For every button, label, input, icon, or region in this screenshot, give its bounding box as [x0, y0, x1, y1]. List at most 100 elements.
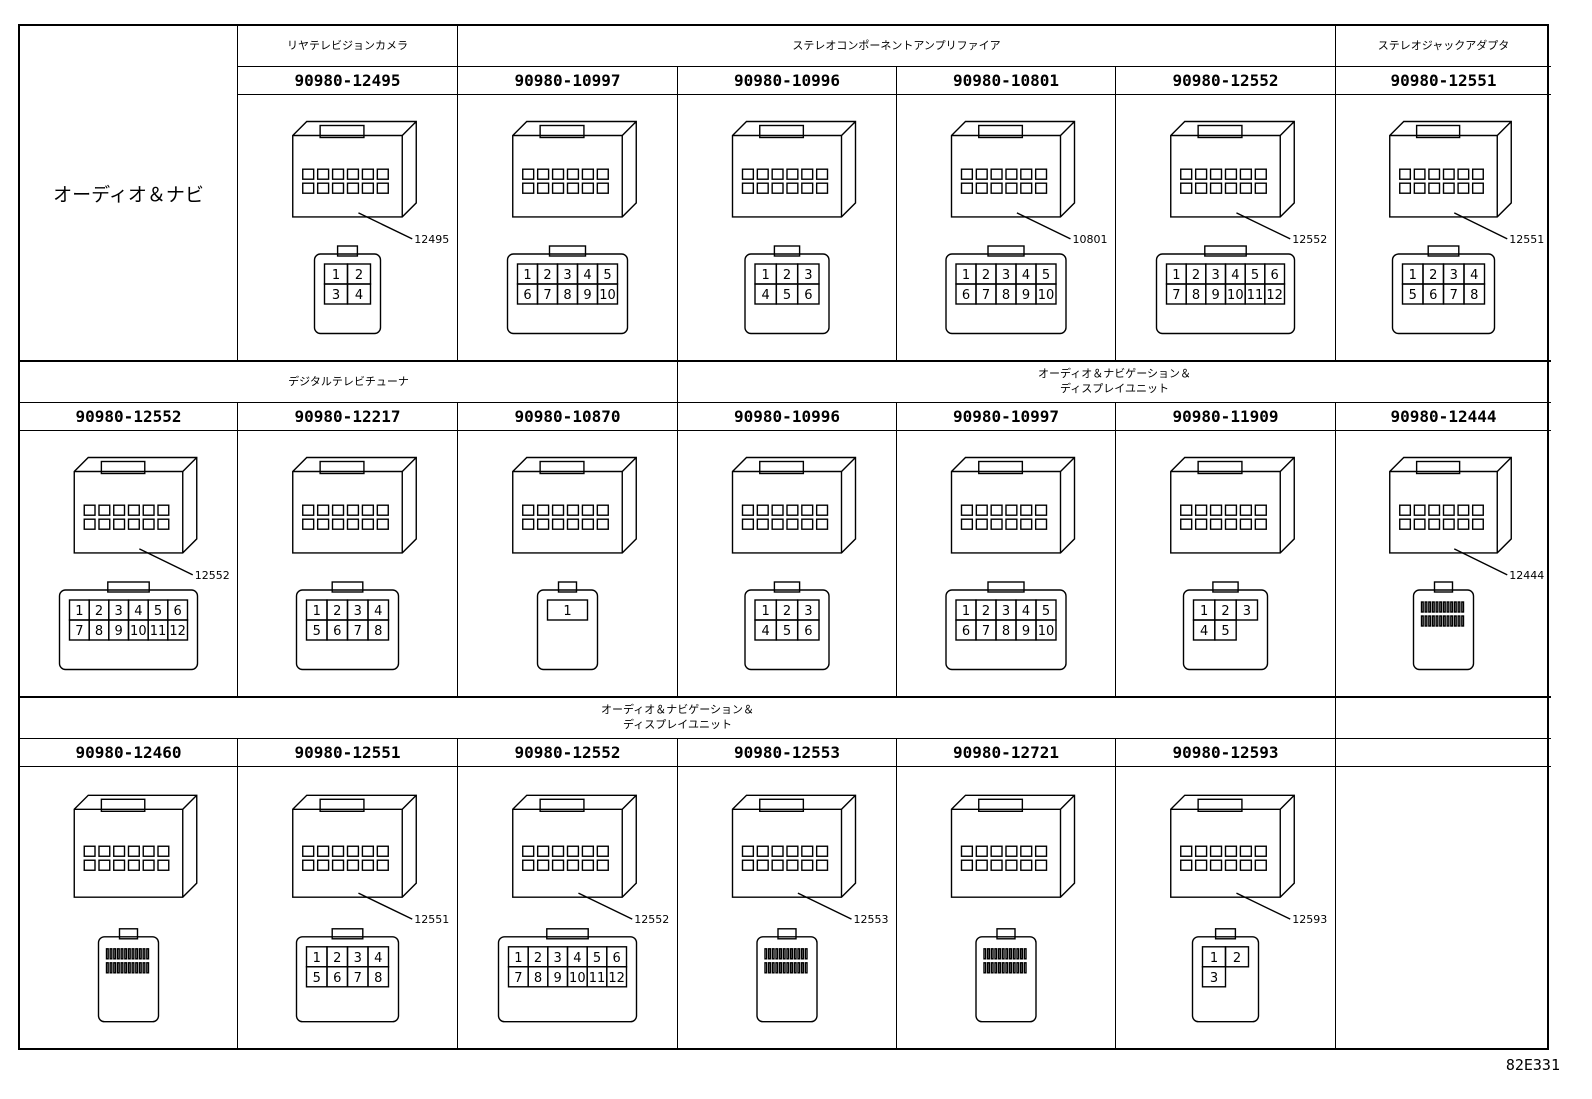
connector-cavity [1442, 518, 1455, 530]
pin-face-outline [506, 253, 629, 335]
connector-cavity [756, 845, 769, 857]
pin-number: 7 [514, 971, 522, 986]
connector-drawing [950, 794, 1076, 1023]
pin-cell [796, 283, 820, 305]
connector-cavity [581, 182, 595, 194]
connector-latch [1415, 124, 1461, 139]
pin-number: 7 [75, 624, 83, 639]
pin-number: 2 [1429, 268, 1437, 283]
connector-cavity [1034, 168, 1048, 180]
pin-face-outline [1155, 253, 1296, 335]
part-number: 90980-12551 [1335, 66, 1551, 94]
connector-cavity [566, 504, 580, 516]
connector-cavity [1239, 845, 1253, 857]
connector-cavity [815, 859, 829, 871]
connector-latch [978, 124, 1024, 139]
connector-cavity [157, 859, 170, 871]
connector-cavity [331, 845, 345, 857]
connector-cavity [83, 504, 96, 516]
connector-cavity [1194, 168, 1208, 180]
pin-cell [124, 962, 128, 974]
pin-number: 1 [514, 951, 522, 966]
connector-cavity [551, 859, 565, 871]
connector-cavity [771, 518, 784, 530]
connector-cavity [741, 168, 755, 180]
connector-cavity [1209, 504, 1223, 516]
connector-housing-outline [1389, 120, 1512, 218]
connector-cavity [786, 182, 799, 194]
pin-cell [1453, 601, 1457, 613]
pin-number: 5 [313, 971, 321, 986]
pin-face-outline [58, 589, 199, 671]
connector-cavity [815, 845, 829, 857]
connector-housing-outline [73, 794, 198, 898]
pin-cell [793, 948, 797, 960]
connector-cavity [127, 504, 140, 516]
connector-cavity [142, 504, 155, 516]
connector-cavity [581, 845, 595, 857]
pin-cell [1214, 619, 1237, 641]
connector-cavity [536, 504, 550, 516]
pin-number: 8 [374, 624, 382, 639]
connector-cavity [990, 845, 1003, 857]
pin-cell [1450, 615, 1454, 627]
connector-cavity [1034, 504, 1048, 516]
connector-cavity [551, 504, 565, 516]
connector-cavity [522, 845, 535, 857]
pin-number: 1 [523, 268, 531, 283]
pin-number: 10 [1038, 624, 1055, 639]
connector-cavity [741, 518, 755, 530]
pin-cell [804, 962, 808, 974]
connector-cavity [771, 845, 784, 857]
callout-label: 10801 [1073, 233, 1108, 246]
callout-leader [139, 548, 194, 576]
part-number: 90980-10870 [457, 402, 677, 430]
connector-cavity [801, 518, 814, 530]
connector-cavity [1471, 504, 1484, 516]
pin-face-outline [945, 589, 1067, 671]
pin-cell [131, 948, 135, 960]
pin-cell [1019, 948, 1024, 960]
pin-number: 3 [804, 604, 812, 619]
pin-cell [124, 948, 128, 960]
pin-face-lock [773, 245, 801, 257]
pin-cell [142, 948, 146, 960]
pin-cell [764, 948, 768, 960]
connector-cavity [581, 518, 595, 530]
callout-leader [358, 892, 413, 920]
pin-number: 12 [1266, 288, 1283, 303]
connector-cavity [1180, 845, 1193, 857]
connector-latch [100, 460, 146, 475]
connector-cavity [536, 518, 550, 530]
connector-housing-outline [512, 120, 637, 218]
connector-cavity [142, 845, 155, 857]
pin-cell [1457, 601, 1461, 613]
connector-cavity [990, 168, 1003, 180]
callout-label: 12444 [1509, 569, 1544, 582]
part-number: 90980-12217 [237, 402, 457, 430]
connector-cavity [581, 168, 595, 180]
pin-cell [1461, 615, 1465, 627]
pin-number: 8 [1192, 288, 1200, 303]
pin-cell [105, 962, 109, 974]
pin-number: 8 [1002, 624, 1010, 639]
pin-cell [1016, 948, 1020, 960]
connector-cavity [741, 504, 755, 516]
pin-number: 8 [374, 971, 382, 986]
pin-number: 2 [1233, 951, 1241, 966]
connector-cavity [596, 859, 609, 871]
pin-cell [1035, 283, 1057, 305]
connector-cavity [522, 859, 535, 871]
connector-cavity [361, 859, 375, 871]
section-label: オーディオ＆ナビ [20, 26, 237, 360]
connector-table: オーディオ＆ナビ リヤテレビジョンカメラ ステレオコンポーネントアンプリファイア… [18, 24, 1551, 1050]
connector-cavity [1194, 504, 1208, 516]
